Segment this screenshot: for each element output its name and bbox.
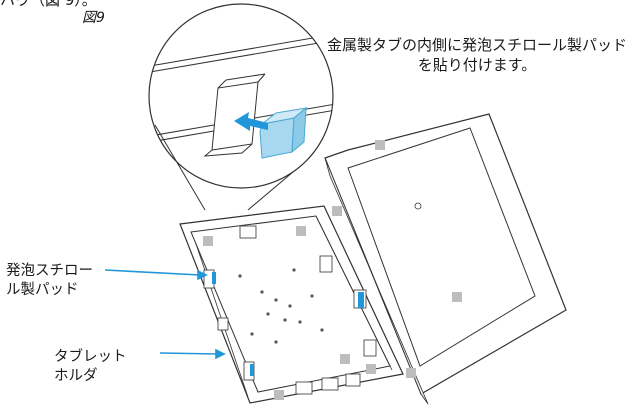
metal-tab-edge	[257, 73, 266, 83]
foam-pad-side	[291, 106, 307, 154]
foam-pads-blue	[212, 272, 364, 376]
figure-label: 図9	[82, 10, 105, 26]
metal-tab-base	[203, 143, 253, 157]
holder-arrow-line	[159, 352, 219, 355]
callout-text: 金属製タブの内側に発泡スチロール製パッドを貼り付けます。	[326, 36, 627, 74]
partial-caption: ハウ（図 9）。	[0, 0, 97, 9]
tablet-holder	[179, 205, 404, 404]
foam-pad-label-line2: ル製パッド	[6, 281, 79, 298]
tablet-holder-label-line2: ホルダ	[54, 367, 98, 384]
frame-side-edge	[324, 157, 429, 405]
front-frame	[324, 113, 567, 405]
detail-edge-line	[149, 39, 333, 73]
foam-pad-label-line1: 発泡スチロー	[6, 263, 93, 279]
tablet-holder-label: タブレット ホルダ	[54, 348, 127, 386]
label-arrows	[104, 269, 226, 360]
magnifier-leader-lines	[154, 124, 294, 211]
metal-tab	[211, 81, 259, 151]
tablet-holder-label-line1: タブレット	[54, 349, 127, 365]
metal-tab-edge	[225, 73, 266, 81]
attach-arrow-icon	[234, 112, 268, 131]
frame-foam-pads-gray	[332, 140, 462, 378]
detail-edge-line	[149, 33, 333, 67]
foam-pads-gray	[203, 226, 376, 400]
mounting-holes	[238, 268, 324, 344]
frame-screw-icon	[414, 202, 422, 210]
frame-window	[347, 127, 536, 367]
foam-pad-arrow-line	[104, 269, 201, 276]
foam-pad-arrow-head	[197, 269, 208, 281]
detail-magnifier	[148, 3, 334, 189]
foam-pad-label: 発泡スチロー ル製パッド	[6, 262, 93, 300]
holder-arrow-head	[215, 348, 226, 360]
metal-tab-edge	[217, 79, 227, 89]
